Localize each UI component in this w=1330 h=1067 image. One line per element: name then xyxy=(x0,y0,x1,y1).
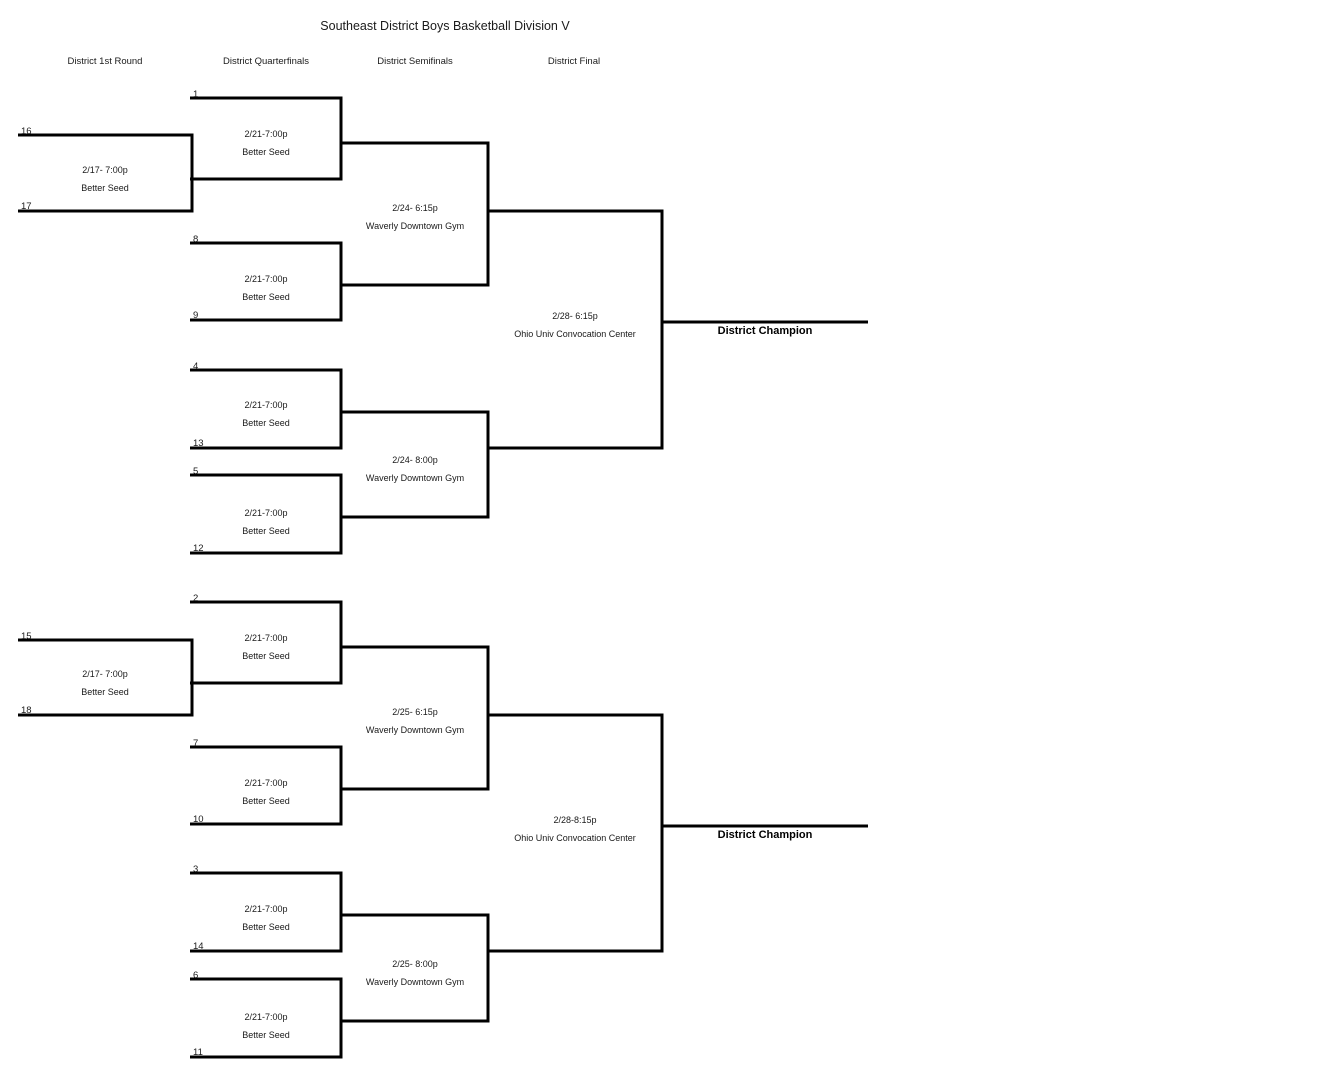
qf-game-7-box xyxy=(190,871,343,953)
qf-game-1-box xyxy=(190,96,343,181)
game-info-qf3: 2/21-7:00p Better Seed xyxy=(186,396,346,432)
game-info-final1: 2/28- 6:15p Ohio Univ Convocation Center xyxy=(495,307,655,343)
game-datetime-qf4: 2/21-7:00p xyxy=(244,508,288,518)
game-info-qf7: 2/21-7:00p Better Seed xyxy=(186,900,346,936)
seed-label-qf6-top: 7 xyxy=(193,738,199,749)
game-datetime-qf5: 2/21-7:00p xyxy=(244,633,288,643)
champion-label-1: District Champion xyxy=(717,325,813,337)
game-site-final1: Ohio Univ Convocation Center xyxy=(514,329,636,339)
round-header-quarterfinals: District Quarterfinals xyxy=(222,56,310,67)
game-datetime-final1: 2/28- 6:15p xyxy=(552,311,598,321)
seed-label-qf8-top: 6 xyxy=(193,970,199,981)
final-game-1-box xyxy=(488,209,664,450)
sf-game-3-box xyxy=(341,645,490,791)
game-info-qf2: 2/21-7:00p Better Seed xyxy=(186,270,346,306)
game-site-fr2: Better Seed xyxy=(81,687,129,697)
page-title: Southeast District Boys Basketball Divis… xyxy=(320,19,570,33)
game-info-qf8: 2/21-7:00p Better Seed xyxy=(186,1008,346,1044)
game-datetime-fr2: 2/17- 7:00p xyxy=(82,669,128,679)
game-datetime-qf2: 2/21-7:00p xyxy=(244,274,288,284)
game-info-final2: 2/28-8:15p Ohio Univ Convocation Center xyxy=(495,811,655,847)
qf-game-5-box xyxy=(190,600,343,685)
game-site-qf6: Better Seed xyxy=(242,796,290,806)
seed-label-qf4-top: 5 xyxy=(193,466,199,477)
fr-game-1-box xyxy=(18,133,194,213)
game-datetime-final2: 2/28-8:15p xyxy=(553,815,597,825)
game-site-sf2: Waverly Downtown Gym xyxy=(365,473,465,483)
seed-label-qf2-top: 8 xyxy=(193,234,199,245)
game-datetime-qf3: 2/21-7:00p xyxy=(244,400,288,410)
sf-game-4-box xyxy=(341,913,490,1023)
game-site-final2: Ohio Univ Convocation Center xyxy=(514,833,636,843)
game-site-qf3: Better Seed xyxy=(242,418,290,428)
seed-label-qf3-top: 4 xyxy=(193,361,199,372)
game-info-qf1: 2/21-7:00p Better Seed xyxy=(186,125,346,161)
game-info-sf2: 2/24- 8:00p Waverly Downtown Gym xyxy=(335,451,495,487)
game-site-sf3: Waverly Downtown Gym xyxy=(365,725,465,735)
seed-label-qf6-bottom: 10 xyxy=(193,814,204,825)
seed-label-qf3-bottom: 13 xyxy=(193,438,204,449)
game-datetime-qf8: 2/21-7:00p xyxy=(244,1012,288,1022)
qf-game-2-box xyxy=(190,241,343,322)
final-game-2-box xyxy=(488,713,664,953)
qf-game-3-box xyxy=(190,368,343,450)
game-datetime-qf6: 2/21-7:00p xyxy=(244,778,288,788)
game-info-sf3: 2/25- 6:15p Waverly Downtown Gym xyxy=(335,703,495,739)
game-site-qf8: Better Seed xyxy=(242,1030,290,1040)
seed-label-fr2-bottom: 18 xyxy=(21,705,32,716)
seed-label-fr2-top: 15 xyxy=(21,631,32,642)
game-info-fr2: 2/17- 7:00p Better Seed xyxy=(25,665,185,701)
game-info-sf1: 2/24- 6:15p Waverly Downtown Gym xyxy=(335,199,495,235)
game-info-qf5: 2/21-7:00p Better Seed xyxy=(186,629,346,665)
game-datetime-sf1: 2/24- 6:15p xyxy=(392,203,438,213)
game-datetime-sf3: 2/25- 6:15p xyxy=(392,707,438,717)
game-datetime-sf4: 2/25- 8:00p xyxy=(392,959,438,969)
qf-game-4-box xyxy=(190,473,343,555)
game-site-qf2: Better Seed xyxy=(242,292,290,302)
seed-label-fr1-bottom: 17 xyxy=(21,201,32,212)
qf-game-8-box xyxy=(190,977,343,1059)
seed-label-qf7-bottom: 14 xyxy=(193,941,204,952)
seed-label-qf2-bottom: 9 xyxy=(193,310,199,321)
seed-label-qf8-bottom: 11 xyxy=(193,1047,203,1058)
seed-label-fr1-top: 16 xyxy=(21,126,32,137)
game-datetime-sf2: 2/24- 8:00p xyxy=(392,455,438,465)
game-datetime-qf1: 2/21-7:00p xyxy=(244,129,288,139)
sf-game-2-box xyxy=(341,410,490,519)
game-info-sf4: 2/25- 8:00p Waverly Downtown Gym xyxy=(335,955,495,991)
game-datetime-fr1: 2/17- 7:00p xyxy=(82,165,128,175)
game-site-qf7: Better Seed xyxy=(242,922,290,932)
game-site-sf1: Waverly Downtown Gym xyxy=(365,221,465,231)
seed-label-qf4-bottom: 12 xyxy=(193,543,204,554)
seed-label-qf7-top: 3 xyxy=(193,864,199,875)
seed-label-qf5-top: 2 xyxy=(193,593,199,604)
game-site-qf4: Better Seed xyxy=(242,526,290,536)
qf-game-6-box xyxy=(190,745,343,826)
game-site-qf1: Better Seed xyxy=(242,147,290,157)
champion-label-2: District Champion xyxy=(717,829,813,841)
game-site-qf5: Better Seed xyxy=(242,651,290,661)
game-info-qf4: 2/21-7:00p Better Seed xyxy=(186,504,346,540)
round-header-semifinals: District Semifinals xyxy=(377,56,453,67)
game-datetime-qf7: 2/21-7:00p xyxy=(244,904,288,914)
round-header-first-round: District 1st Round xyxy=(67,56,143,67)
fr-game-2-box xyxy=(18,638,194,717)
game-info-fr1: 2/17- 7:00p Better Seed xyxy=(25,161,185,197)
round-header-final: District Final xyxy=(547,56,601,67)
game-site-fr1: Better Seed xyxy=(81,183,129,193)
game-site-sf4: Waverly Downtown Gym xyxy=(365,977,465,987)
seed-label-qf1-top: 1 xyxy=(193,89,199,100)
sf-game-1-box xyxy=(341,141,490,287)
game-info-qf6: 2/21-7:00p Better Seed xyxy=(186,774,346,810)
